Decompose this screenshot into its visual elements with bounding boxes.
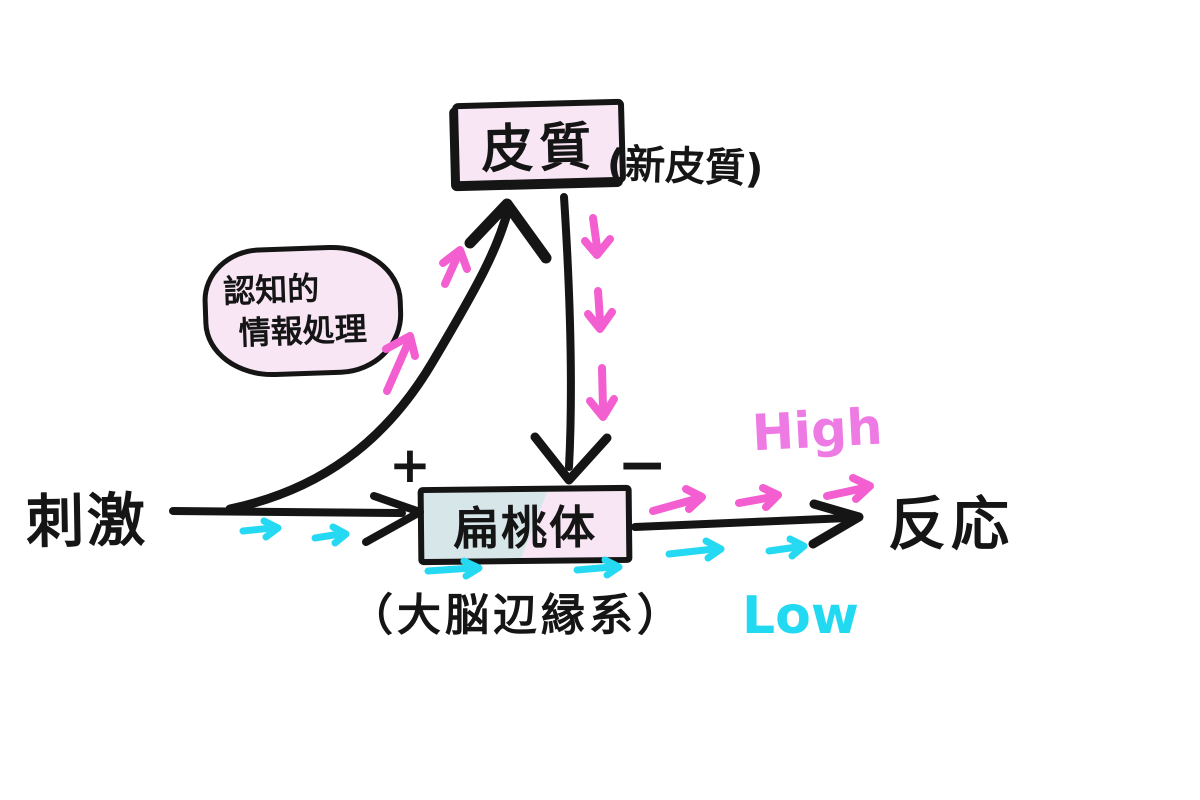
pink-down-arrowhead	[586, 395, 618, 421]
pink-up-arrow-shaft	[441, 249, 463, 288]
stimulus-to-cortex-arrowhead	[464, 198, 552, 264]
amygdala-label: 扁桃体	[452, 500, 598, 556]
response-label: 反応	[888, 490, 1015, 558]
cyan-right-arrow-shaft	[765, 543, 801, 555]
cortex-to-amygdala-arrowhead	[530, 432, 612, 485]
pink-down-arrow-shaft	[594, 287, 604, 324]
pink-down-arrowhead	[584, 308, 616, 333]
limbic-system-annotation: （大脳辺縁系）	[349, 590, 685, 641]
stimulus-to-amygdala-arrowhead	[362, 492, 424, 546]
pink-right-arrowhead	[759, 484, 782, 511]
cyan-right-arrow-shaft	[311, 530, 344, 542]
pink-right-arrow-shaft	[649, 495, 700, 515]
low-route-label: Low	[742, 586, 859, 646]
stimulus-to-amygdala-arrow-shaft	[169, 507, 406, 517]
cyan-right-arrow-shaft	[573, 563, 616, 574]
cognitive-processing-bubble: 認知的 情報処理	[200, 242, 406, 380]
neocortex-annotation: (新皮質)	[606, 141, 765, 193]
cortex-node: 皮質	[451, 98, 627, 188]
cognitive-label-line2: 情報処理	[238, 309, 368, 353]
pink-right-arrowhead	[682, 485, 706, 513]
amygdala-to-response-arrow-shaft	[631, 514, 852, 531]
cyan-right-arrow-shaft	[424, 564, 476, 575]
pink-down-arrow-shaft	[598, 364, 607, 412]
cyan-right-arrowhead	[786, 535, 808, 560]
cortex-to-amygdala-arrow-shaft	[560, 193, 575, 471]
cyan-right-arrowhead	[329, 523, 350, 547]
pink-right-arrowhead	[849, 474, 874, 503]
pink-up-arrowhead	[439, 246, 471, 273]
high-route-label: High	[750, 397, 884, 463]
cortex-label: 皮質	[480, 116, 598, 181]
minus-sign: −	[617, 430, 668, 500]
amygdala-to-response-arrowhead	[808, 499, 864, 549]
plus-sign: +	[389, 436, 431, 494]
cognitive-label-line1: 認知的	[222, 269, 320, 312]
cyan-right-arrowhead	[260, 517, 282, 541]
cyan-right-arrow-shaft	[239, 524, 276, 535]
pink-right-arrow-shaft	[735, 493, 776, 507]
cyan-right-arrow-shaft	[665, 545, 718, 558]
pink-down-arrow-shaft	[589, 214, 601, 251]
amygdala-node: 扁桃体	[417, 484, 633, 566]
stimulus-label: 刺激	[25, 485, 149, 557]
pink-down-arrowhead	[581, 235, 614, 259]
cyan-right-arrowhead	[702, 537, 725, 562]
pink-right-arrow-shaft	[823, 484, 868, 500]
